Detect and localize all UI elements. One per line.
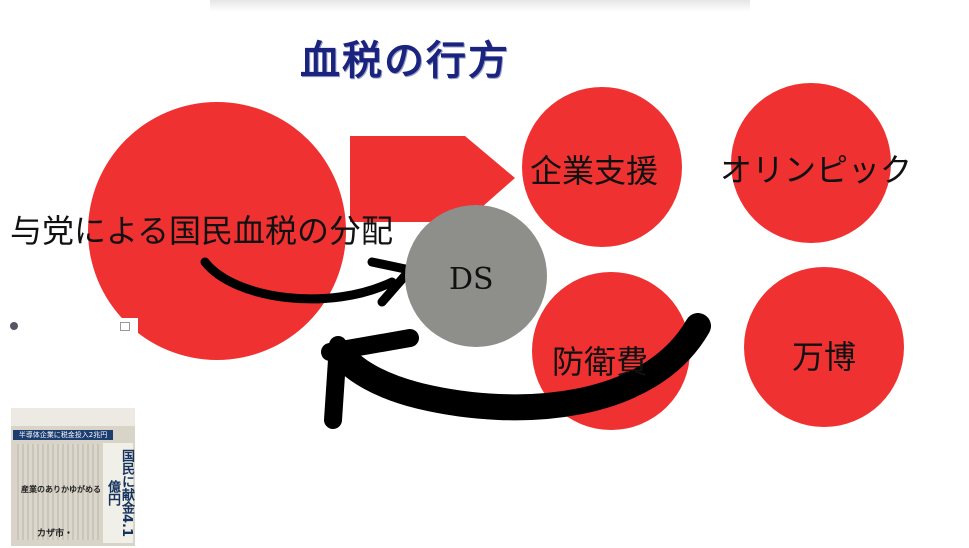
newspaper-masthead — [11, 408, 135, 426]
taxpayer-circle — [88, 102, 346, 360]
return-arrow-body — [327, 313, 711, 421]
olympics-label: オリンピック — [720, 151, 913, 189]
main-distribution-label: 与党による国民血税の分配 — [10, 212, 394, 250]
business-support-label: 企業支援 — [530, 152, 659, 190]
curved-arrow-to-ds — [200, 257, 397, 304]
newspaper-side-headline: 国民に献金4.1億円 — [103, 443, 134, 543]
expo-circle — [744, 267, 904, 427]
ds-circle — [405, 205, 547, 347]
ds-label: DS — [449, 262, 494, 297]
newspaper-columns — [17, 444, 99, 540]
newspaper-mid-text: 産業のありかゆがめる — [21, 485, 101, 494]
embedded-post-screenshot: 半導体企業に税金投入2兆円 国民に献金4.1億円 産業のありかゆがめる カザ市・ — [8, 318, 138, 546]
slide-title: 血税の行方 — [300, 37, 510, 84]
top-bar — [210, 0, 750, 12]
defense-label: 防衛費 — [552, 343, 649, 381]
return-arrow-head — [321, 329, 419, 429]
expo-label: 万博 — [792, 338, 857, 376]
post-badge-icon — [120, 322, 130, 331]
newspaper-bottom-text: カザ市・ — [37, 529, 74, 539]
newspaper-photo: 半導体企業に税金投入2兆円 国民に献金4.1億円 産業のありかゆがめる カザ市・ — [11, 408, 135, 546]
red-block-arrow — [350, 136, 515, 222]
avatar — [10, 322, 18, 330]
newspaper-banner: 半導体企業に税金投入2兆円 — [13, 430, 113, 440]
business-support-circle — [522, 87, 682, 247]
olympics-circle — [731, 83, 891, 243]
